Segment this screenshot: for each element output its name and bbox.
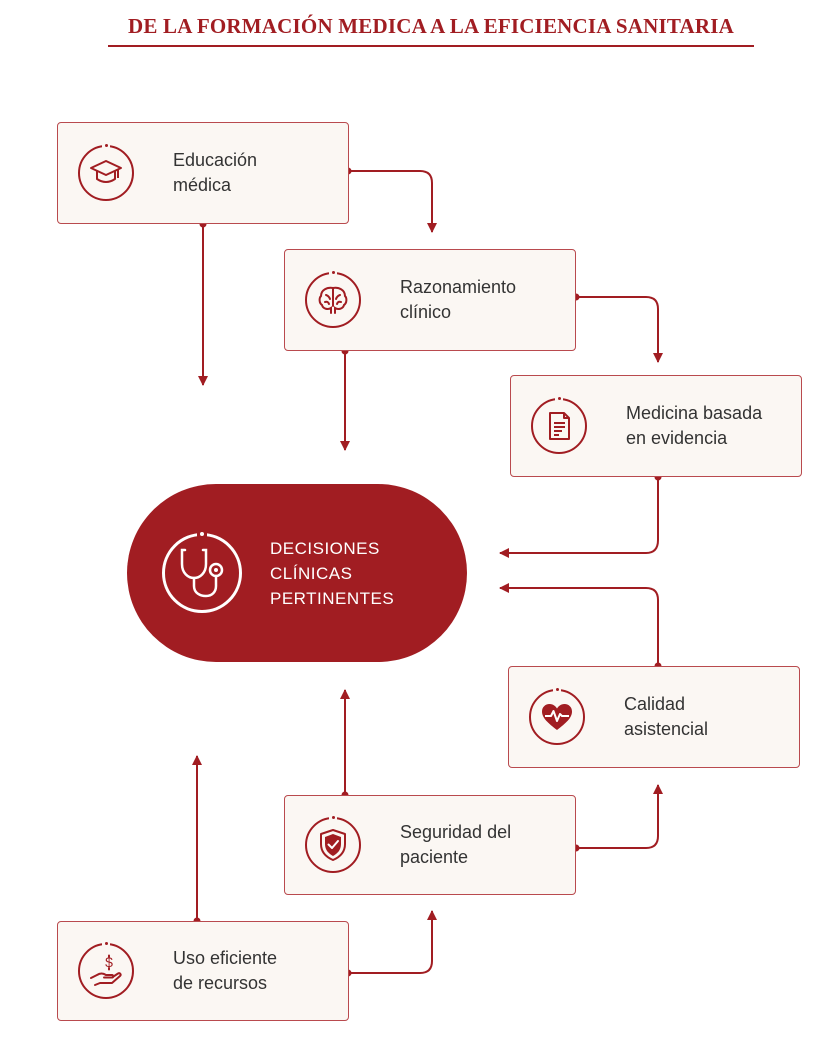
connector-medicina-decisiones <box>499 477 659 558</box>
connector-uso-seguridad <box>348 910 437 974</box>
node-label: Razonamiento clínico <box>400 277 517 322</box>
title-underline <box>108 45 754 47</box>
heart-pulse-icon <box>529 685 585 745</box>
node-label: Educación médica <box>173 150 258 195</box>
node-label: Calidad asistencial <box>624 694 709 739</box>
node-label: Uso eficiente de recursos <box>173 948 278 993</box>
hand-dollar-icon: $ <box>78 939 134 999</box>
stethoscope-icon <box>162 529 242 613</box>
node-educacion-medica: Educación médica <box>57 122 349 224</box>
node-label: Seguridad del paciente <box>400 822 512 867</box>
node-calidad-asistencial: Calidad asistencial <box>508 666 800 768</box>
node-label: Medicina basada en evidencia <box>626 403 763 448</box>
diagram-title: DE LA FORMACIÓN MEDICA A LA EFICIENCIA S… <box>127 14 735 38</box>
graduation-cap-icon <box>78 141 134 201</box>
central-label: DECISIONES CLÍNICAS PERTINENTES <box>270 539 395 608</box>
central-decisiones-clinicas: DECISIONES CLÍNICAS PERTINENTES <box>127 484 467 662</box>
svg-text:$: $ <box>105 954 113 970</box>
connector-razonamiento-medicina <box>576 296 663 363</box>
brain-icon <box>305 268 361 328</box>
node-seguridad-del-paciente: Seguridad del paciente <box>284 795 576 895</box>
connector-seguridad-calidad <box>576 784 663 849</box>
node-medicina-basada-en-evidencia: Medicina basada en evidencia <box>510 375 802 477</box>
node-razonamiento-clinico: Razonamiento clínico <box>284 249 576 351</box>
node-uso-eficiente-de-recursos: $ Uso eficiente de recursos <box>57 921 349 1021</box>
connector-educacion-razonamiento <box>348 170 437 233</box>
document-icon <box>531 394 587 454</box>
connector-calidad-decisiones <box>499 583 659 666</box>
shield-check-icon <box>305 813 361 873</box>
